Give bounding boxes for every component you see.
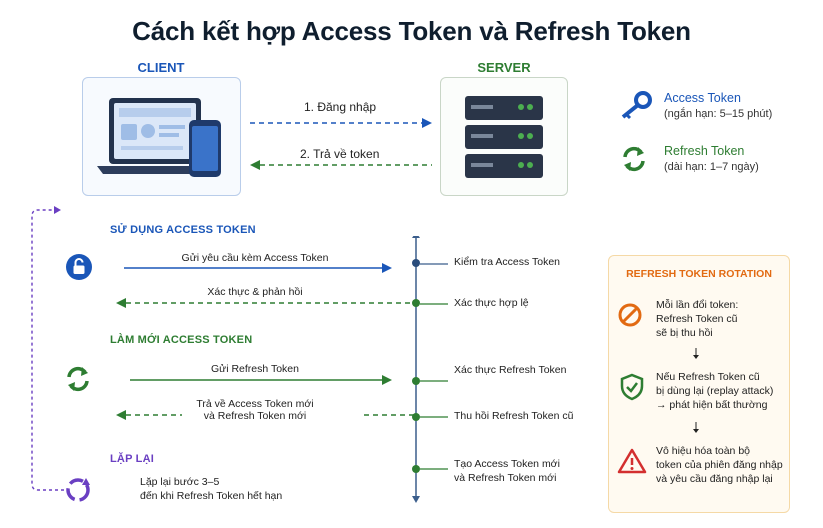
return-new-arrow — [116, 410, 414, 420]
sync-icon — [67, 366, 89, 392]
step-valid: Xác thực hợp lệ — [454, 297, 529, 309]
return-token-arrow — [250, 160, 432, 170]
step-create-1: Tạo Access Token mới — [454, 458, 560, 470]
client-box — [82, 77, 241, 196]
shield-check-icon — [620, 373, 644, 401]
section-renew-title: LÀM MỚI ACCESS TOKEN — [110, 334, 253, 346]
phone-icon — [189, 120, 221, 177]
send-refresh-arrow — [130, 375, 392, 385]
legend-refresh-sub: (dài hạn: 1–7 ngày) — [664, 161, 759, 173]
return-token-label: 2. Trả về token — [300, 147, 380, 161]
key-icon — [621, 91, 652, 120]
client-label: CLIENT — [137, 60, 185, 75]
down-arrow-icon — [693, 422, 699, 433]
section-use-title: SỬ DỤNG ACCESS TOKEN — [110, 224, 256, 236]
step-check-connector — [420, 263, 448, 265]
laptop-icon — [97, 98, 213, 174]
server-box — [440, 77, 568, 196]
msg-auth-response: Xác thực & phản hồi — [207, 286, 303, 298]
rotation-title: REFRESH TOKEN ROTATION — [626, 268, 772, 280]
rotation-item2-line1: Nếu Refresh Token cũ — [656, 371, 760, 383]
msg-return-new-2: và Refresh Token mới — [203, 410, 307, 422]
step-create-connector — [420, 468, 448, 470]
lock-icon — [66, 254, 92, 280]
rotation-item1-line2: Refresh Token cũ — [656, 313, 738, 325]
step-revoke-connector — [420, 416, 448, 418]
msg-repeat-1: Lặp lại bước 3–5 — [140, 476, 220, 488]
rotation-panel — [608, 255, 790, 513]
step-verify-connector — [420, 380, 448, 382]
rotation-item3-line2: token của phiên đăng nhập — [656, 459, 783, 471]
legend-access-sub: (ngắn hạn: 5–15 phút) — [664, 108, 773, 120]
send-access-arrow — [124, 263, 392, 273]
server-timeline — [412, 236, 420, 503]
step-revoke: Thu hồi Refresh Token cũ — [454, 410, 574, 422]
msg-return-new-1: Trả về Access Token mới — [196, 398, 314, 410]
rotation-item2-line2: bị dùng lại (replay attack) — [656, 385, 774, 397]
rotation-item3-line1: Vô hiệu hóa toàn bộ — [656, 445, 750, 457]
step-valid-connector — [420, 303, 448, 305]
step-create-2: và Refresh Token mới — [454, 472, 557, 484]
rotation-item3: Vô hiệu hóa toàn bộ token của phiên đăng… — [656, 444, 783, 486]
ban-icon — [618, 303, 642, 327]
legend-access-title: Access Token — [664, 91, 741, 105]
down-arrow-icon — [693, 348, 699, 359]
page-title: Cách kết hợp Access Token và Refresh Tok… — [132, 16, 691, 46]
msg-repeat-2: đến khi Refresh Token hết hạn — [140, 490, 283, 502]
warning-icon — [617, 448, 647, 474]
server-icon — [465, 96, 543, 178]
msg-send-access: Gửi yêu cầu kèm Access Token — [181, 252, 329, 264]
rotation-item2: Nếu Refresh Token cũ bị dùng lại (replay… — [656, 370, 773, 412]
rotation-item2-line3: → phát hiện bất thường — [656, 399, 768, 411]
loop-icon — [66, 478, 90, 502]
step-check: Kiểm tra Access Token — [454, 256, 561, 268]
auth-response-arrow — [116, 298, 414, 308]
legend-refresh-title: Refresh Token — [664, 144, 745, 158]
refresh-icon — [623, 146, 645, 172]
login-label: 1. Đăng nhập — [304, 100, 377, 114]
rotation-item3-line3: và yêu cầu đăng nhập lại — [656, 473, 773, 485]
msg-send-refresh: Gửi Refresh Token — [211, 363, 299, 375]
rotation-item1: Mỗi lần đổi token: Refresh Token cũ sẽ b… — [656, 298, 738, 340]
section-repeat-title: LẶP LẠI — [110, 453, 154, 465]
loop-connector — [31, 206, 64, 491]
rotation-item1-line3: sẽ bị thu hồi — [656, 327, 713, 339]
rotation-item1-line1: Mỗi lần đổi token: — [656, 299, 739, 311]
step-verify-refresh: Xác thực Refresh Token — [454, 364, 567, 376]
login-arrow — [250, 118, 432, 128]
server-label: SERVER — [477, 60, 531, 75]
